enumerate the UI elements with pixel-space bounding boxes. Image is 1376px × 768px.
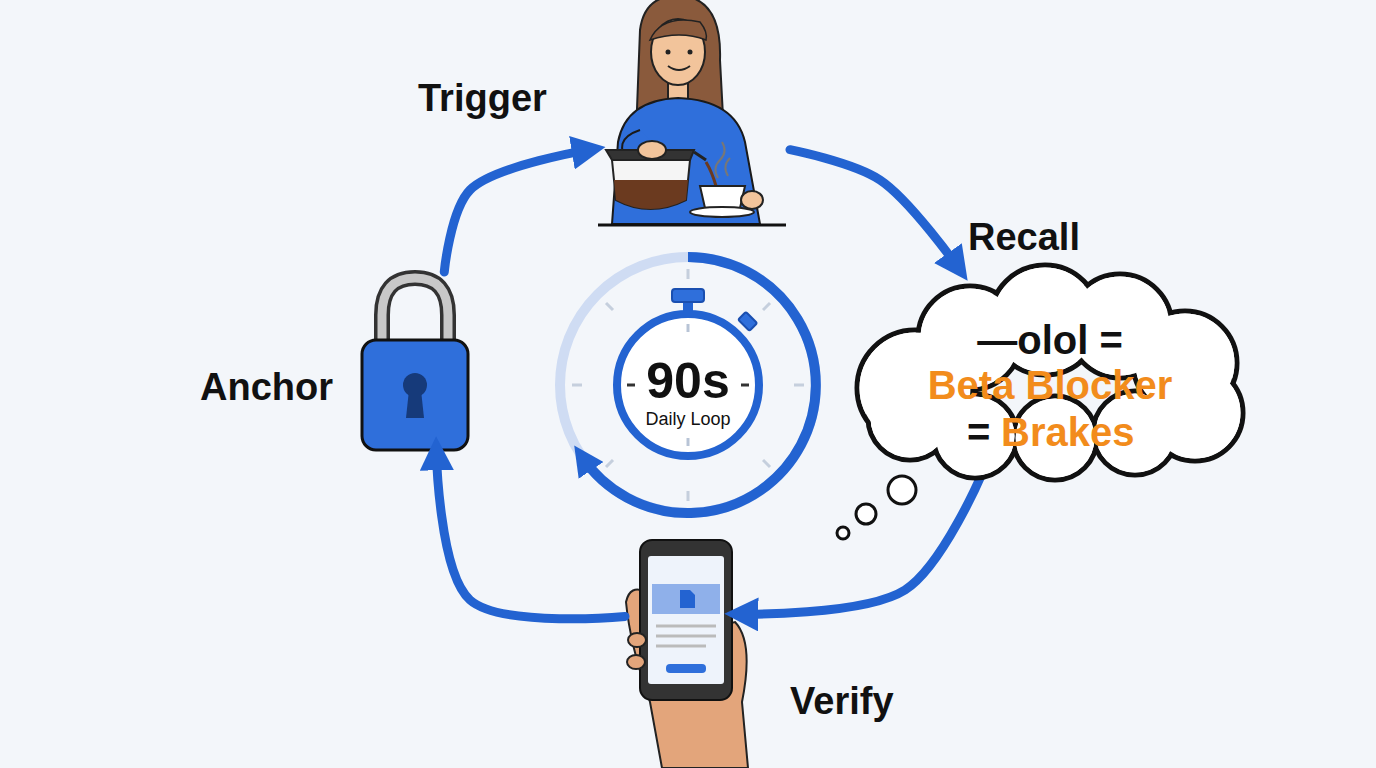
padlock-icon (362, 278, 468, 450)
loop-arrow (582, 257, 816, 513)
hand (741, 191, 763, 209)
step-label: Recall (968, 216, 1080, 258)
bangs (650, 20, 706, 40)
node-text: Daily Loop (613, 409, 763, 429)
phone-illustration (626, 540, 748, 768)
woman-illustration (598, 0, 786, 225)
face-tick (627, 384, 635, 387)
stopwatch-crown (672, 289, 704, 302)
finger (628, 633, 646, 647)
recall-cloud: Recall—olol =Beta Blocker=Brakes (855, 268, 1245, 473)
phone-screen (648, 556, 724, 684)
hand (638, 141, 666, 159)
eye (666, 50, 671, 55)
stopwatch-button (738, 312, 757, 331)
stopwatch-timer: 90sDaily Loop (613, 310, 763, 460)
steam (715, 142, 730, 178)
coffee-pot (612, 160, 690, 209)
keyhole (406, 390, 424, 418)
loop-ring (560, 257, 816, 513)
cycle-arrow (740, 473, 982, 614)
verify-step: Verify (625, 540, 740, 705)
node-text: 90s (613, 354, 763, 409)
document-icon (680, 590, 695, 608)
eye (688, 50, 693, 55)
lock-body (362, 340, 468, 450)
shackle (382, 278, 448, 345)
step-label: Verify (790, 680, 894, 722)
text-line (656, 625, 716, 628)
thought-bubble (888, 476, 916, 504)
finger (627, 655, 645, 669)
node-text: Beta Blocker (855, 363, 1245, 407)
cycle-arrow (790, 150, 959, 268)
node-text: Brakes (1001, 410, 1134, 454)
step-label: Anchor (200, 366, 333, 408)
face-tick (741, 384, 749, 387)
trigger-step: Trigger (590, 5, 790, 227)
spout (694, 152, 706, 160)
coffee (614, 180, 688, 209)
shackle (382, 278, 448, 345)
cycle-arrow (444, 150, 590, 272)
face-tick (687, 438, 690, 446)
table-line (598, 224, 786, 227)
text-line (656, 645, 706, 648)
node-text: —olol = (855, 318, 1245, 362)
cycle-arrow (436, 452, 625, 619)
tick-marks (572, 269, 804, 501)
text-line (656, 635, 716, 638)
anchor-step: Anchor (360, 272, 472, 452)
thought-bubble (837, 527, 849, 539)
phone-body (640, 540, 732, 700)
screen-button (666, 664, 706, 673)
coffee-stream (706, 162, 716, 186)
node-text: = (967, 410, 990, 454)
step-label: Trigger (418, 77, 547, 119)
face-tick (687, 324, 690, 332)
saucer (690, 207, 754, 217)
smile (668, 66, 690, 70)
thought-bubble (856, 504, 876, 524)
screen-card (652, 584, 720, 614)
